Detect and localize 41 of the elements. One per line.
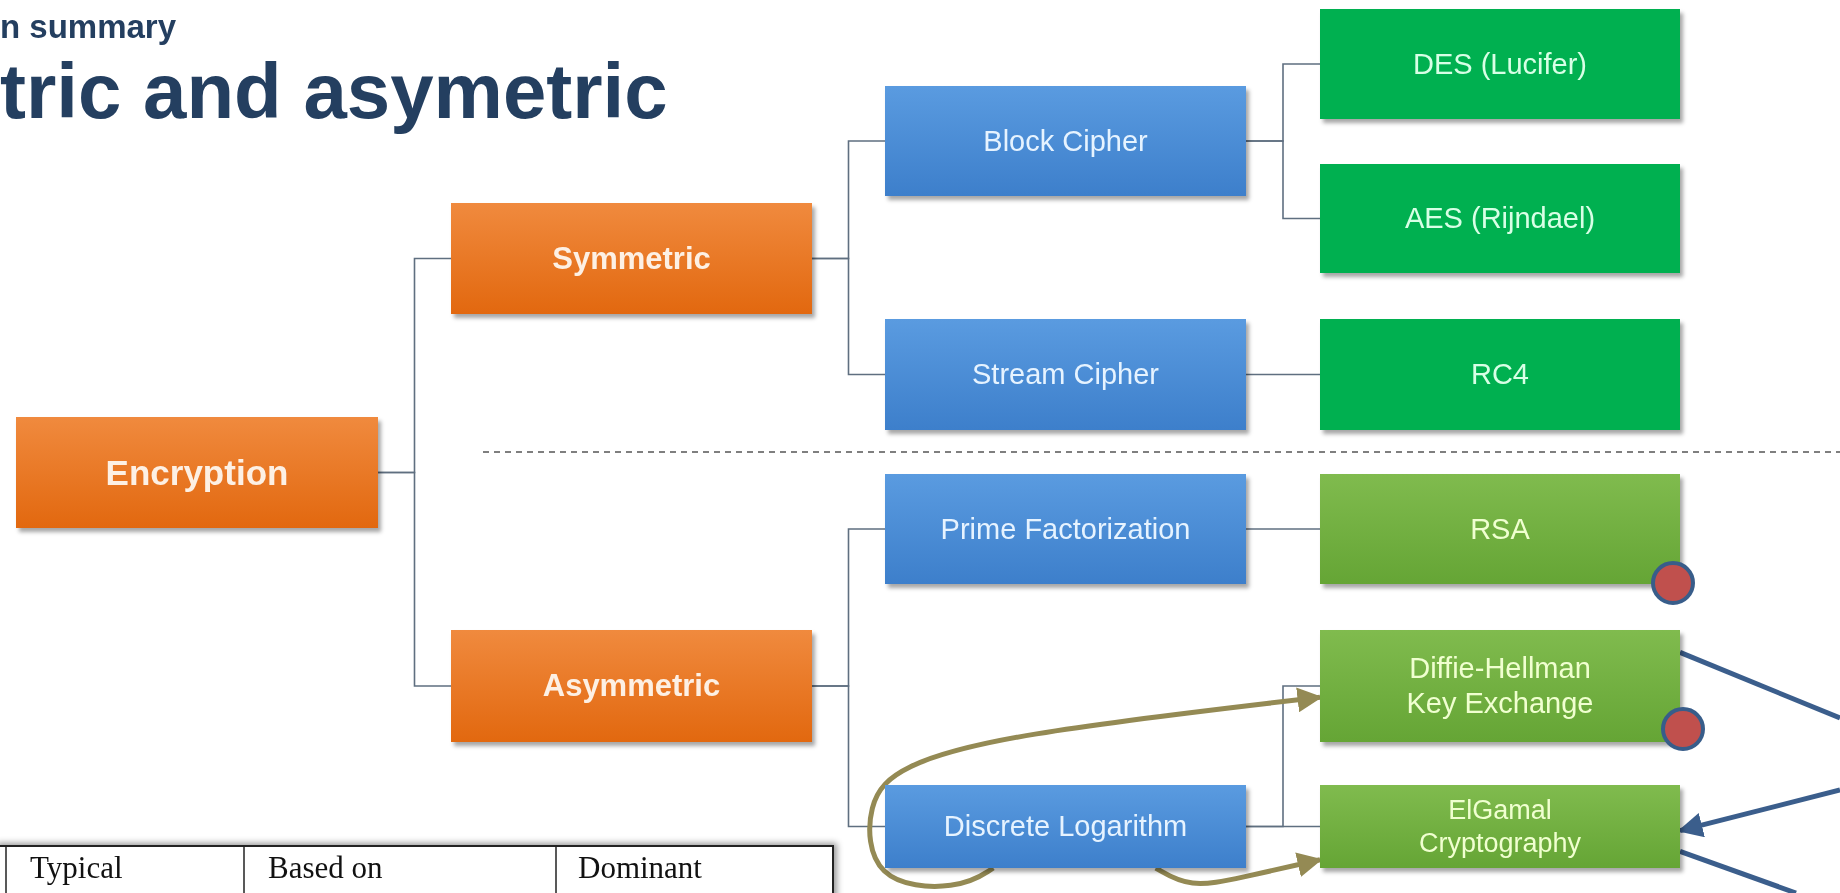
table-header: Typical (30, 852, 123, 883)
algorithm-box (1320, 474, 1680, 584)
connector-line (377, 471, 452, 687)
algorithm-box (1320, 164, 1680, 273)
category-box (451, 630, 812, 742)
marker-dot (1661, 707, 1705, 751)
algorithm-box (1320, 630, 1680, 742)
connector-line (1245, 825, 1321, 828)
box-label: Symmetric (551, 239, 712, 278)
box-label: DES (Lucifer) (1411, 46, 1588, 82)
algorithm-box (1320, 9, 1680, 119)
box-label: RC4 (1470, 357, 1530, 392)
box-label: ElGamal Cryptography (1417, 794, 1583, 859)
marker-dot (1651, 561, 1695, 605)
box-label: Block Cipher (982, 123, 1149, 159)
method-box (885, 319, 1246, 430)
table-header: Dominant (578, 852, 702, 883)
subtitle: n summary (0, 8, 177, 46)
category-box (451, 203, 812, 314)
table-header: Based on (268, 852, 383, 883)
box-label: Encryption (104, 451, 290, 494)
root-box (16, 417, 378, 528)
connector-line (1245, 373, 1321, 376)
algorithm-box (1320, 319, 1680, 430)
method-box (885, 474, 1246, 584)
connector-line (1679, 849, 1797, 893)
connector-line (1245, 140, 1321, 220)
algorithm-box (1320, 785, 1680, 868)
box-label: Stream Cipher (971, 357, 1160, 392)
connector-line (1245, 528, 1321, 530)
box-label: Diffie-Hellman Key Exchange (1405, 651, 1595, 721)
box-label: Asymmetric (541, 667, 722, 705)
method-box (885, 785, 1246, 868)
box-label: Prime Factorization (939, 511, 1192, 547)
box-label: Discrete Logarithm (942, 809, 1189, 844)
box-label: AES (Rijndael) (1403, 201, 1597, 236)
box-label: RSA (1469, 511, 1531, 547)
connector-line (811, 685, 886, 828)
connector-line (811, 257, 886, 376)
method-box (885, 86, 1246, 196)
connector-line (1679, 650, 1840, 721)
